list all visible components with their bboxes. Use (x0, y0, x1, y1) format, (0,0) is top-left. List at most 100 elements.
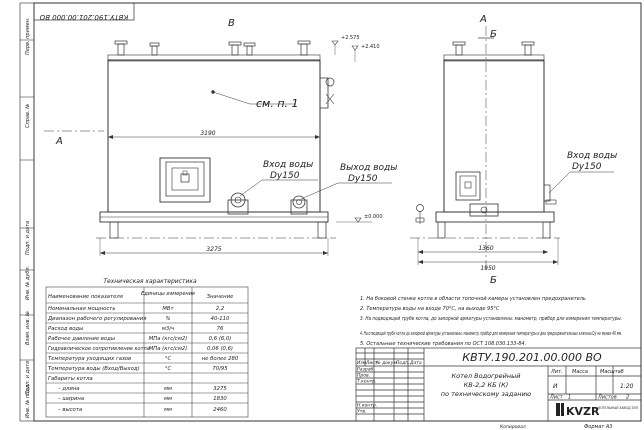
margin-label: Подп. и дата (25, 221, 31, 255)
change-header: Изм. (357, 360, 368, 366)
role-label: Т.контр. (357, 379, 377, 385)
dim-3275: 3275 (206, 246, 221, 253)
front-view (44, 40, 392, 256)
drawing-code: КВТУ.190.201.00.000 ВО (462, 351, 602, 364)
elevation-top-2: +2.410 (361, 44, 380, 50)
col-lit: Лит. (550, 369, 563, 375)
water-in-label: Вход воды (263, 160, 313, 170)
note-line: 2. Температура воды на входе 70°С, на вы… (360, 306, 500, 312)
dim-3190: 3190 (200, 130, 215, 137)
spec-header: Единицы измерения (141, 291, 195, 297)
drawing-name-1: Котел Водогрейный (452, 372, 521, 380)
margin-label: Инв. № подл. (25, 384, 31, 419)
stamp-code: КВТУ.190.201.00.000 ВО (39, 13, 128, 21)
spec-row-unit: мм (164, 407, 172, 413)
left-margin: Перв. примен. Справ. № Подп. и дата Инв.… (19, 2, 35, 422)
spec-header: Наименование показателя (48, 294, 124, 300)
side-label-a: А (479, 14, 487, 25)
spec-row-value: 2,2 (216, 306, 225, 312)
spec-title: Техническая характеристика (103, 278, 197, 285)
margin-label: Взам. инв. № (25, 311, 31, 345)
note-line: 1. На боковой стенке котла в области топ… (360, 296, 586, 302)
margin-label: Подп. и дата (25, 361, 31, 395)
spec-row-name: Номинальная мощность (48, 306, 116, 312)
spec-row-unit: мм (164, 386, 172, 392)
spec-row-name: Гидравлическое сопротивление котла (48, 346, 150, 352)
spec-row-value: 3275 (213, 386, 227, 392)
change-header: Подп. (396, 360, 410, 366)
spec-row-name: Габариты котла (48, 376, 93, 382)
side-view (410, 26, 614, 270)
spec-row-name: Температура воды (Вход/Выход) (48, 366, 140, 372)
spec-row-value: 0,6 (6,0) (209, 336, 232, 342)
spec-row-value: 2460 (213, 407, 227, 413)
role-label: Разраб. (357, 367, 375, 373)
dim-1950: 1950 (480, 265, 495, 272)
spec-row-value: 40-110 (211, 316, 230, 322)
margin-label: Перв. примен. (25, 17, 31, 55)
drawing-name-3: по техническому заданию (441, 390, 532, 398)
sheets-label: Листов (597, 395, 617, 401)
front-view-labels: В А +2.575 +2.410 ±0.000 см. п. 1 3190 3… (55, 18, 397, 253)
water-out-label: Выход воды (340, 163, 397, 173)
col-mass: Масса (572, 369, 588, 375)
spec-row-unit: м3/ч (162, 326, 174, 332)
dim-1360: 1360 (478, 245, 493, 252)
note-line: 3. На подводящей трубе котла, до запорно… (360, 316, 622, 322)
spec-row-unit: °С (165, 356, 172, 362)
change-header: Лист (365, 360, 378, 366)
scale-value: 1:20 (620, 383, 634, 390)
note-line: 5. Остальные технические требования по О… (360, 341, 526, 347)
spec-row-name: Температура уходящих газов (48, 356, 131, 362)
company-logo: KVZR КОТЕЛЬНЫЙ ЗАВОД ЗЭП (556, 403, 638, 418)
role-label: Н.контр. (357, 403, 377, 409)
side-water-in-dn: Dy150 (572, 162, 602, 172)
spec-row-unit: МПа (кгс/см2) (149, 336, 188, 342)
top-stamp: КВТУ.190.201.00.000 ВО (33, 2, 135, 21)
water-out-dn: Dy150 (348, 174, 378, 184)
spec-row-name: Расход воды (48, 326, 83, 332)
water-in-dn: Dy150 (270, 171, 300, 181)
spec-row-unit: МВт (162, 306, 174, 312)
spec-row-unit: % (165, 316, 170, 322)
role-label: Пров. (357, 373, 370, 379)
role-label: Утв. (357, 409, 366, 415)
side-label-b-bottom: Б (490, 275, 497, 286)
lit-value: И (553, 383, 558, 390)
format-label: Формат А3 (584, 424, 612, 430)
spec-row-name: Диапазон рабочего регулирования (47, 316, 147, 322)
drawing-name-2: КВ-2,2 КБ (К) (464, 381, 509, 389)
logo-subtext: КОТЕЛЬНЫЙ ЗАВОД ЗЭП (598, 405, 638, 410)
sheet-number: 1 (568, 395, 571, 401)
spec-row-value: 1830 (213, 396, 227, 402)
spec-row-unit: мм (164, 396, 172, 402)
margin-label: Инв. № дубл. (25, 266, 31, 300)
spec-row-value: 70/95 (212, 366, 228, 372)
note-ref: см. п. 1 (256, 97, 299, 110)
side-water-in-label: Вход воды (567, 151, 617, 161)
spec-row-unit: °С (165, 366, 172, 372)
side-label-b: Б (490, 29, 497, 40)
spec-header: Значение (207, 294, 234, 300)
change-header: № докум. (375, 360, 398, 366)
note-line: 4. На отводящей трубе котла до запорной … (360, 331, 622, 337)
side-view-labels: А Б Б Вход воды Dy150 1360 1950 (478, 14, 617, 286)
title-block: Изм. Лист № докум. Подп. Дата Разраб. Пр… (355, 347, 642, 422)
spec-row-value: 76 (217, 326, 224, 332)
spec-row-name: Рабочее давление воды (48, 336, 115, 342)
margin-label: Справ. № (25, 104, 31, 128)
sheet-label: Лист (549, 395, 564, 401)
spec-row-name: – высота (58, 407, 82, 413)
spec-row-name: – длина (58, 386, 80, 392)
logo-text: KVZR (566, 405, 600, 418)
view-label-v: В (228, 18, 235, 29)
spec-row-unit: МПа (кгс/см2) (149, 346, 188, 352)
elevation-top-1: +2.575 (341, 35, 360, 41)
section-mark-a: А (55, 136, 63, 147)
spec-table: Техническая характеристика Наименование … (45, 278, 249, 418)
notes: 1. На боковой стенке котла в области топ… (360, 296, 622, 347)
change-header: Дата (409, 360, 422, 366)
elevation-zero: ±0.000 (364, 214, 383, 220)
spec-row-value: 0,06 (0,6) (207, 346, 233, 352)
